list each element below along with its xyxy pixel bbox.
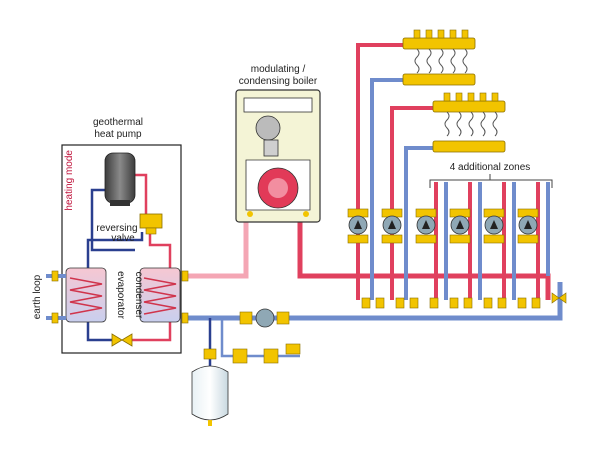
condenser — [139, 267, 181, 323]
zone-circulators — [347, 208, 539, 244]
evaporator — [65, 267, 107, 323]
reversing-valve-label-line1: reversing — [96, 223, 137, 234]
lower-manifold — [432, 92, 506, 153]
earth-loop-label: earth loop — [32, 274, 43, 319]
supply-header — [297, 222, 551, 300]
boiler-to-condenser-pipe — [186, 222, 249, 279]
additional-zones-label: 4 additional zones — [450, 162, 531, 173]
evaporator-label: evaporator — [115, 271, 126, 319]
zone-valves — [361, 292, 567, 309]
condenser-label: condenser — [133, 272, 144, 319]
primary-circulator — [239, 308, 290, 328]
refrigerant-circuit — [86, 173, 172, 342]
heat-pump-label-line1: geothermal — [93, 117, 143, 128]
compressor — [104, 152, 136, 206]
reversing-valve — [139, 213, 163, 235]
heating-mode-label: heating mode — [64, 150, 75, 211]
fill-valve-assembly — [203, 318, 301, 368]
expansion-tank — [191, 365, 229, 426]
upper-manifold — [402, 29, 476, 86]
boiler — [235, 89, 321, 223]
boiler-label-line1: modulating / — [251, 64, 306, 75]
reversing-valve-label-line2: valve — [111, 233, 135, 244]
heat-pump-label-line2: heat pump — [94, 129, 142, 140]
zones-bracket — [429, 174, 553, 188]
expansion-valve — [111, 333, 133, 347]
boiler-label-line2: condensing boiler — [239, 76, 318, 87]
